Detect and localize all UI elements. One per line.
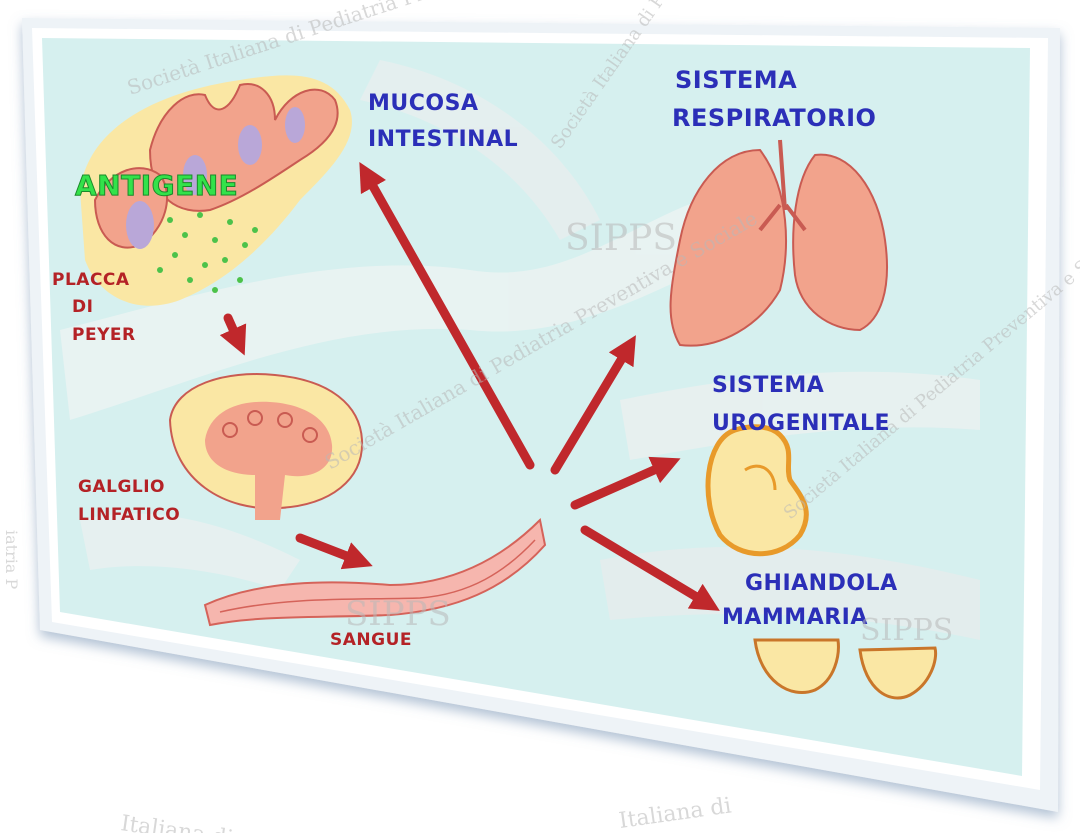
watermark-logo-1: SIPPS [565,218,677,259]
label-placca-line3: PEYER [72,325,136,345]
watermark-fragment-3: iatria P [2,530,21,589]
watermark-logo-2: SIPPS [345,594,451,634]
label-antigene: ANTIGENE [75,169,238,202]
label-respiratorio-line1: SISTEMA [675,66,797,94]
label-respiratorio-line2: RESPIRATORIO [672,104,876,132]
label-placca-line2: DI [72,297,93,317]
watermark-fragment-1: Italiana di [119,811,235,833]
label-ghiandola-line2: MAMMARIA [722,605,868,630]
label-mucosa-line2: INTESTINAL [368,127,518,152]
label-galglio-line1: GALGLIO [78,477,165,497]
label-ghiandola-line1: GHIANDOLA [745,571,898,596]
watermark-fragment-2: Italiana di [617,793,733,833]
label-mucosa-line1: MUCOSA [368,91,478,116]
label-urogenitale-line1: SISTEMA [712,373,824,398]
label-galglio-line2: LINFATICO [78,505,180,525]
label-placca-line1: PLACCA [52,270,130,290]
label-urogenitale-line2: UROGENITALE [712,411,890,436]
watermark-logo-3: SIPPS [860,613,953,648]
